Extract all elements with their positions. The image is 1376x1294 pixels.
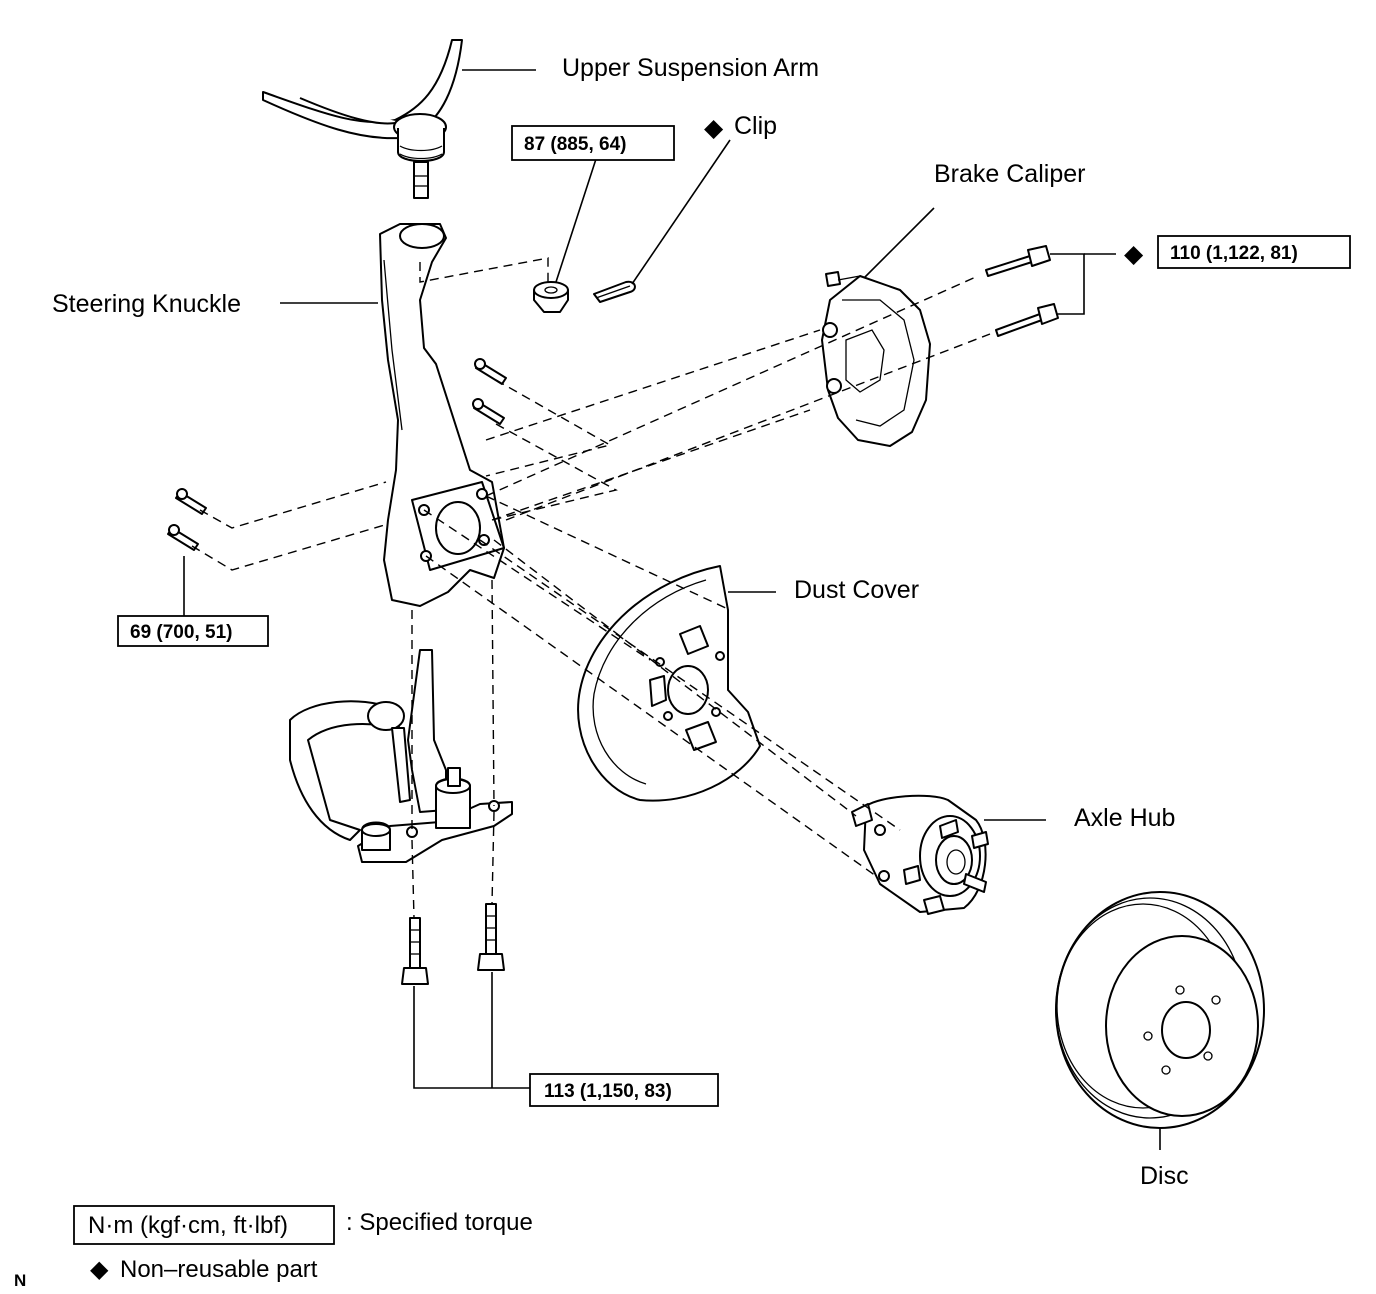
torque-box-hub: 69 (700, 51) — [117, 615, 269, 647]
label-axle-hub: Axle Hub — [1074, 804, 1175, 832]
torque-nut-value: 87 (885, 64) — [524, 134, 626, 155]
caliper-bolt-upper — [985, 245, 1051, 277]
disc-rotor — [1055, 891, 1265, 1129]
label-steering-knuckle: Steering Knuckle — [52, 290, 241, 318]
axle-hub — [851, 794, 989, 915]
castle-nut — [533, 281, 569, 313]
caliper-bolt-lower — [995, 303, 1059, 337]
assembly-guide-lines — [191, 257, 991, 919]
lower-suspension-arm — [289, 649, 513, 863]
brake-caliper — [821, 271, 931, 447]
corner-mark: N — [14, 1271, 26, 1290]
torque-lower-arm-value: 113 (1,150, 83) — [544, 1081, 672, 1102]
torque-box-lower-arm: 113 (1,150, 83) — [529, 1073, 719, 1107]
torque-hub-value: 69 (700, 51) — [130, 622, 232, 643]
leader-lines — [183, 69, 1161, 1150]
label-clip: Clip — [734, 112, 777, 140]
small-bolts-upper — [472, 358, 507, 425]
torque-box-nut: 87 (885, 64) — [511, 125, 675, 161]
torque-caliper-value: 110 (1,122, 81) — [1170, 243, 1298, 264]
label-upper-suspension-arm: Upper Suspension Arm — [562, 54, 819, 82]
legend-torque-desc: : Specified torque — [346, 1209, 533, 1236]
lower-arm-bolts — [401, 903, 505, 985]
nonreusable-mark-caliper: ◆ — [1124, 240, 1144, 268]
dust-cover — [577, 565, 761, 802]
label-brake-caliper: Brake Caliper — [934, 160, 1085, 188]
legend-nonreusable-desc: Non–reusable part — [120, 1256, 318, 1283]
upper-suspension-arm — [262, 39, 463, 199]
legend: N·m (kgf·cm, ft·lbf) : Specified torque … — [73, 1205, 533, 1283]
label-disc: Disc — [1140, 1162, 1189, 1190]
nonreusable-mark-clip: ◆ — [704, 114, 724, 142]
label-dust-cover: Dust Cover — [794, 576, 919, 604]
legend-torque-unit: N·m (kgf·cm, ft·lbf) — [88, 1212, 288, 1239]
cotter-clip — [593, 280, 636, 303]
small-bolts-left — [167, 488, 207, 551]
torque-box-caliper: 110 (1,122, 81) — [1157, 235, 1351, 269]
legend-nonreusable-mark: ◆ — [90, 1256, 109, 1283]
